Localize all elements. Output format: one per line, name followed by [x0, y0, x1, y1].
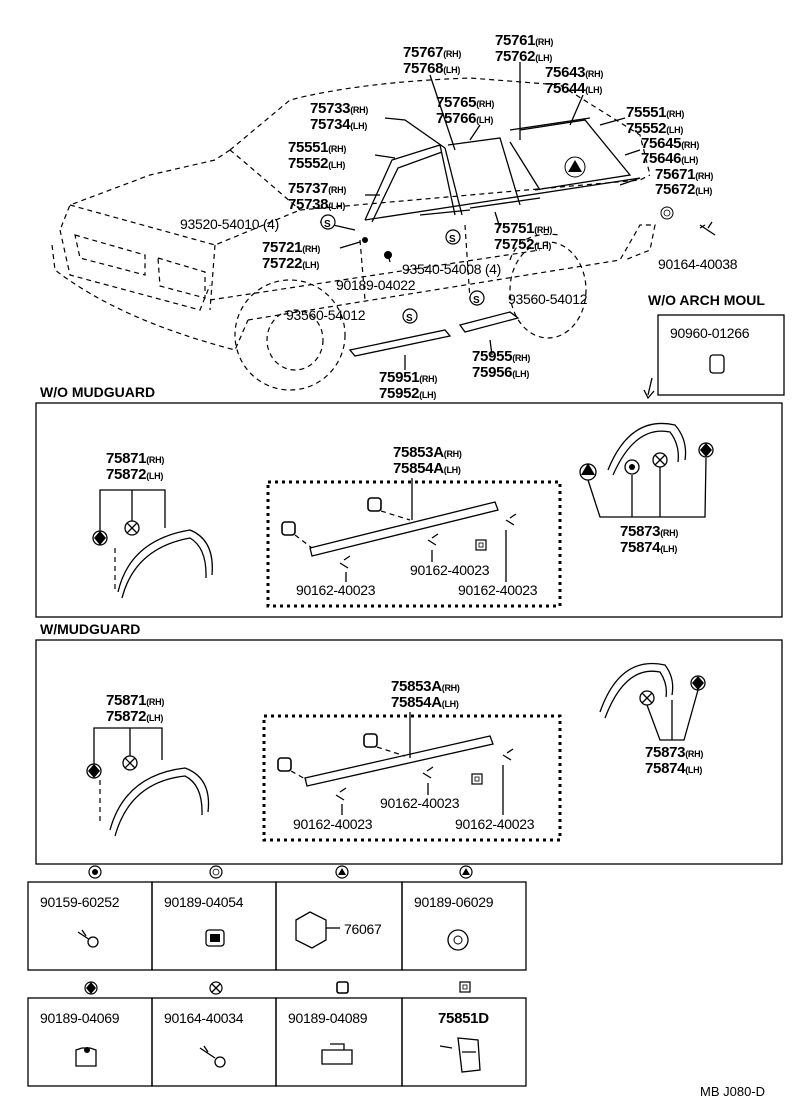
svg-text:75737(RH): 75737(RH) — [288, 180, 346, 197]
svg-text:75873(RH): 75873(RH) — [645, 744, 703, 761]
svg-text:75671(RH): 75671(RH) — [655, 166, 713, 183]
legend-90164-40034: 90164-40034 — [164, 1010, 244, 1026]
svg-text:90162-40023: 90162-40023 — [296, 582, 376, 598]
section-w-title: W/MUDGUARD — [40, 621, 140, 637]
svg-text:75854A(LH): 75854A(LH) — [393, 460, 461, 477]
svg-text:75722(LH): 75722(LH) — [262, 255, 319, 272]
wo-arch-moul-box: 90960-01266 — [643, 314, 785, 400]
svg-text:93560-54012: 93560-54012 — [286, 307, 366, 323]
section-wo-title: W/O MUDGUARD — [40, 384, 155, 400]
svg-text:75551(RH): 75551(RH) — [288, 139, 346, 156]
svg-text:75752(LH): 75752(LH) — [494, 236, 551, 253]
svg-text:90162-40023: 90162-40023 — [410, 562, 490, 578]
svg-text:75854A(LH): 75854A(LH) — [391, 694, 459, 711]
label-p1: 75767 — [403, 44, 443, 61]
svg-text:S: S — [406, 313, 413, 324]
svg-text:90162-40023: 90162-40023 — [455, 816, 535, 832]
svg-text:75552(LH): 75552(LH) — [626, 120, 683, 137]
svg-text:90189-04022: 90189-04022 — [336, 277, 416, 293]
svg-text:90162-40023: 90162-40023 — [293, 816, 373, 832]
label-p21: 93520-54010 (4) — [180, 216, 279, 232]
svg-text:75873(RH): 75873(RH) — [620, 523, 678, 540]
svg-text:75952(LH): 75952(LH) — [379, 385, 436, 402]
legend-90189-04054: 90189-04054 — [164, 894, 244, 910]
section-w-mudguard: W/MUDGUARD 75871(RH) 75872(LH) 75853A(RH… — [35, 621, 783, 865]
svg-text:75853A(RH): 75853A(RH) — [393, 444, 462, 461]
svg-text:75766(LH): 75766(LH) — [436, 110, 493, 127]
legend-76067: 76067 — [344, 921, 382, 937]
svg-text:75872(LH): 75872(LH) — [106, 708, 163, 725]
section-wo-mudguard: W/O MUDGUARD 75871(RH) 75872(LH) 75853A(… — [35, 384, 783, 618]
svg-text:75762(LH): 75762(LH) — [495, 48, 552, 65]
svg-text:75951(RH): 75951(RH) — [379, 369, 437, 386]
svg-text:75767(RH): 75767(RH) — [403, 44, 461, 61]
svg-text:90162-40023: 90162-40023 — [380, 795, 460, 811]
svg-text:75551(RH): 75551(RH) — [626, 104, 684, 121]
legend-90189-04089: 90189-04089 — [288, 1010, 368, 1026]
svg-text:75721(RH): 75721(RH) — [262, 239, 320, 256]
car-fastener-markers: S S S S — [320, 206, 716, 324]
svg-text:75874(LH): 75874(LH) — [620, 539, 677, 556]
svg-text:75768(LH): 75768(LH) — [403, 60, 460, 77]
svg-text:93560-54012: 93560-54012 — [508, 291, 588, 307]
svg-text:S: S — [324, 219, 331, 230]
svg-text:75871(RH): 75871(RH) — [106, 692, 164, 709]
legend-90189-04069: 90189-04069 — [40, 1010, 120, 1026]
svg-text:75734(LH): 75734(LH) — [310, 116, 367, 133]
svg-text:75872(LH): 75872(LH) — [106, 466, 163, 483]
svg-text:75552(LH): 75552(LH) — [288, 155, 345, 172]
svg-text:75871(RH): 75871(RH) — [106, 450, 164, 467]
car-part-labels: 75767(RH) 75768(LH) 75761(RH) 75762(LH) … — [180, 32, 765, 402]
svg-text:75751(RH): 75751(RH) — [494, 220, 552, 237]
svg-text:75956(LH): 75956(LH) — [472, 364, 529, 381]
svg-text:75645(RH): 75645(RH) — [641, 135, 699, 152]
fastener-legend: 90159-60252 90189-04054 76067 90189-0602… — [27, 865, 527, 1087]
svg-text:75955(RH): 75955(RH) — [472, 348, 530, 365]
svg-text:75643(RH): 75643(RH) — [545, 64, 603, 81]
rocker-mouldings — [348, 311, 520, 370]
footer-code: MB J080-D — [700, 1084, 765, 1099]
svg-text:75646(LH): 75646(LH) — [641, 150, 698, 167]
legend-75851D: 75851D — [438, 1010, 489, 1027]
svg-text:75644(LH): 75644(LH) — [545, 80, 602, 97]
svg-text:93540-54008 (4): 93540-54008 (4) — [402, 261, 501, 277]
legend-90159-60252: 90159-60252 — [40, 894, 120, 910]
svg-text:90164-40038: 90164-40038 — [658, 256, 738, 272]
svg-text:90960-01266: 90960-01266 — [670, 325, 750, 341]
svg-text:90162-40023: 90162-40023 — [458, 582, 538, 598]
svg-text:75761(RH): 75761(RH) — [495, 32, 553, 49]
svg-text:75853A(RH): 75853A(RH) — [391, 678, 460, 695]
legend-90189-06029: 90189-06029 — [414, 894, 494, 910]
svg-text:S: S — [449, 234, 456, 245]
car-illustration — [51, 77, 656, 391]
svg-text:S: S — [473, 295, 480, 306]
svg-text:75733(RH): 75733(RH) — [310, 100, 368, 117]
svg-text:75672(LH): 75672(LH) — [655, 181, 712, 198]
svg-text:75874(LH): 75874(LH) — [645, 760, 702, 777]
svg-text:75765(RH): 75765(RH) — [436, 94, 494, 111]
svg-text:75738(LH): 75738(LH) — [288, 196, 345, 213]
label-wo-arch-moul: W/O ARCH MOUL — [648, 292, 765, 308]
